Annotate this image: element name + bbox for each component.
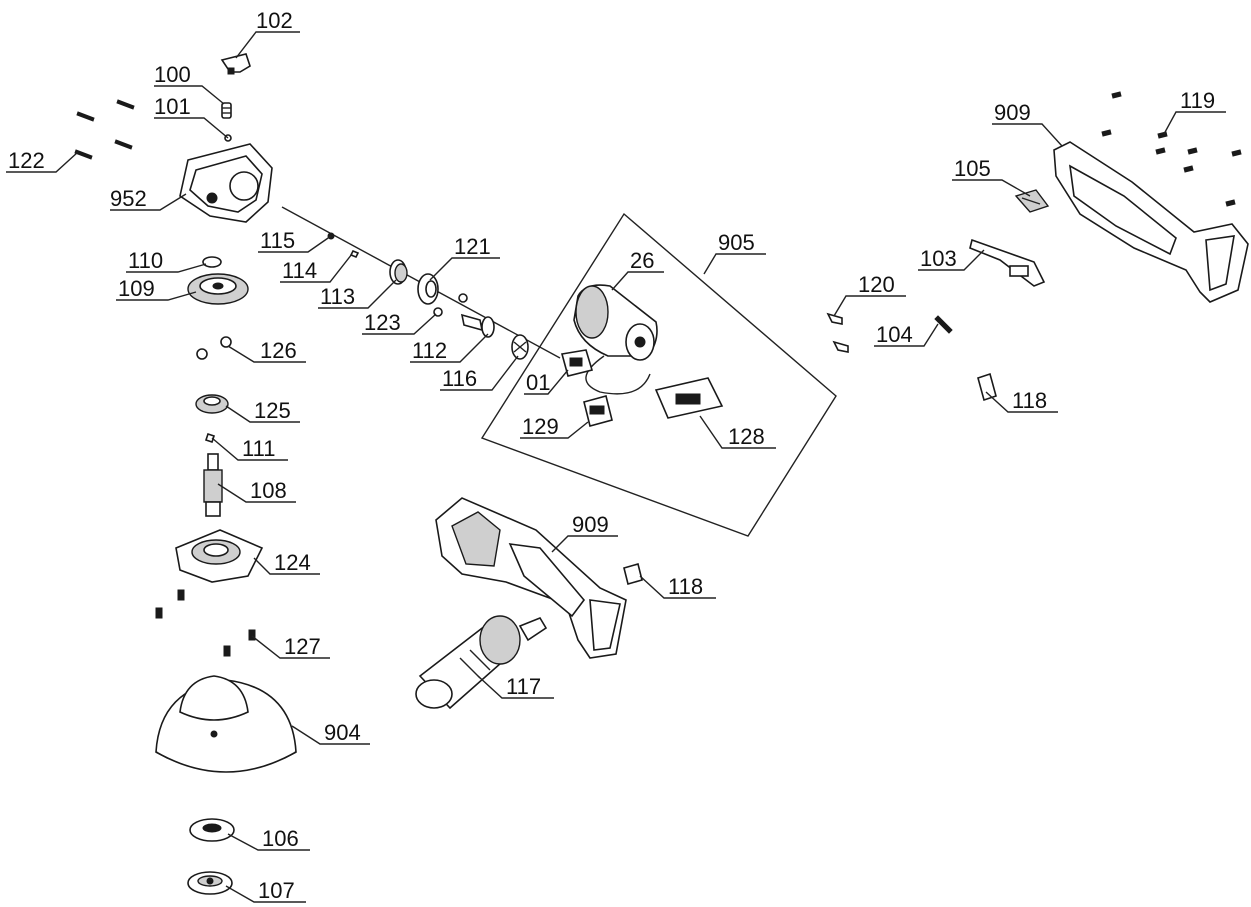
- callout-116: 116: [442, 366, 477, 391]
- callout-127: 127: [284, 634, 321, 659]
- callout-121: 121: [454, 234, 491, 259]
- callout-120: 120: [858, 272, 895, 297]
- pinion-gear-part: [389, 259, 408, 285]
- lock-button-part: [220, 53, 251, 75]
- callout-952: 952: [110, 186, 147, 211]
- side-handle-part: [415, 615, 548, 710]
- motor-stator-part: [573, 284, 658, 361]
- callout-107: 107: [258, 878, 295, 903]
- callout-124: 124: [274, 550, 311, 575]
- callout-101: 101: [154, 94, 191, 119]
- control-board-part: [654, 377, 724, 419]
- screws-127-part: [155, 589, 256, 657]
- housing-screws-part: [1101, 91, 1242, 207]
- callout-125: 125: [254, 398, 291, 423]
- callout-103: 103: [920, 246, 957, 271]
- callout-904: 904: [324, 720, 361, 745]
- motor-group-frame: [480, 212, 837, 537]
- vent-grille-part: [1014, 189, 1050, 213]
- callout-108: 108: [250, 478, 287, 503]
- callout-105: 105: [954, 156, 991, 181]
- callout-123: 123: [364, 310, 401, 335]
- callout-109: 109: [118, 276, 155, 301]
- spindle-key-part: [204, 432, 216, 444]
- shaft-fitting-part: [460, 313, 495, 338]
- callout-117: 117: [506, 674, 541, 699]
- spindle-bearing-part: [195, 394, 229, 414]
- callout-119: 119: [1180, 88, 1215, 113]
- callout-126: 126: [260, 338, 297, 363]
- callout-labels: 102 100 101 122 952 115 114 113 121 110 …: [8, 8, 1215, 903]
- clips-part: [826, 312, 849, 353]
- callout-115: 115: [260, 228, 295, 253]
- callout-905: 905: [718, 230, 755, 255]
- key-part: [349, 249, 360, 259]
- callout-110: 110: [128, 248, 163, 273]
- callout-909-shell: 909: [994, 100, 1031, 125]
- slide-spring-part: [934, 315, 953, 334]
- label-plate-part: [623, 563, 643, 585]
- spring-part: [221, 102, 232, 119]
- fan-part: [511, 334, 529, 360]
- callout-106: 106: [262, 826, 299, 851]
- callout-100: 100: [154, 62, 191, 87]
- leader-lines: [6, 31, 1226, 903]
- callout-128: 128: [728, 424, 765, 449]
- outer-flange-nut-part: [187, 871, 233, 895]
- washer-part: [202, 256, 222, 268]
- callout-111: 111: [242, 436, 275, 461]
- part-drawings: [74, 53, 1249, 895]
- callout-112: 112: [412, 338, 447, 363]
- switch-part: [560, 349, 594, 377]
- callout-118-right: 118: [1012, 388, 1047, 413]
- bearing-flange-part: [175, 529, 264, 583]
- screws-126-part: [196, 336, 232, 360]
- callout-118-handle: 118: [668, 574, 703, 599]
- slide-bar-part: [969, 238, 1046, 287]
- callout-01: 01: [526, 370, 550, 395]
- bevel-gear-part: [187, 273, 249, 305]
- callout-113: 113: [320, 284, 355, 309]
- callout-909-handle: 909: [572, 512, 609, 537]
- bearing-part: [417, 273, 439, 305]
- callout-102: 102: [256, 8, 293, 33]
- spindle-part: [203, 453, 223, 517]
- wiring: [585, 355, 651, 395]
- housing-shell-part: [1053, 141, 1249, 303]
- callout-26: 26: [630, 248, 654, 273]
- wheel-guard-part: [155, 675, 297, 773]
- label-plate-right-part: [977, 372, 997, 402]
- connector-part: [583, 395, 613, 427]
- screw-set-part: [74, 99, 135, 160]
- callout-122: 122: [8, 148, 45, 173]
- inner-flange-part: [189, 818, 235, 842]
- callout-104: 104: [876, 322, 913, 347]
- callout-114: 114: [282, 258, 317, 283]
- callout-129: 129: [522, 414, 559, 439]
- handle-housing-part: [435, 497, 627, 659]
- gear-housing-part: [179, 143, 273, 223]
